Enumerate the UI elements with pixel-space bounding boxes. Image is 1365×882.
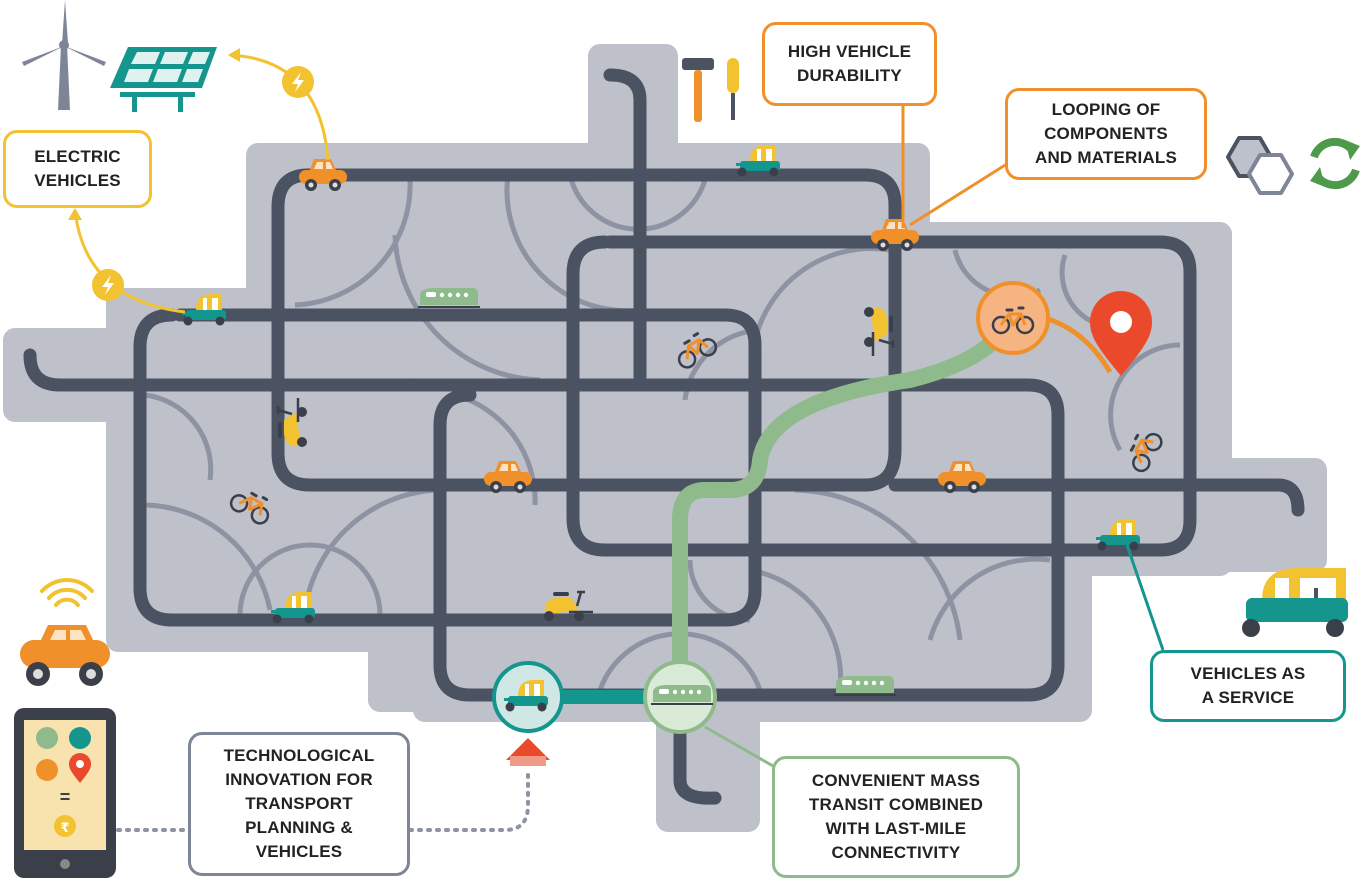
transit-route bbox=[672, 312, 1018, 698]
label-looping-components: LOOPING OF COMPONENTS AND MATERIALS bbox=[1005, 88, 1207, 180]
lightning-icon bbox=[282, 66, 314, 98]
rickshaw-hub bbox=[492, 661, 564, 733]
label-high-vehicle-durability: HIGH VEHICLE DURABILITY bbox=[762, 22, 937, 106]
arrow-head bbox=[228, 48, 240, 62]
recycle-icon bbox=[1310, 137, 1360, 190]
lightning-icon bbox=[92, 269, 124, 301]
label-vehicles-as-service: VEHICLES AS A SERVICE bbox=[1150, 650, 1346, 722]
screwdriver-icon bbox=[727, 58, 739, 120]
wind-turbine-icon bbox=[22, 0, 106, 110]
train-hub bbox=[643, 660, 717, 734]
phone-equals: = bbox=[60, 787, 71, 807]
train-icon bbox=[833, 675, 897, 696]
hammer-icon bbox=[682, 58, 714, 122]
label-mass-transit: CONVENIENT MASS TRANSIT COMBINED WITH LA… bbox=[772, 756, 1020, 878]
hexagon-icon bbox=[1226, 136, 1294, 195]
up-arrow-icon bbox=[506, 738, 550, 766]
pin-connector bbox=[1044, 315, 1113, 374]
bicycle-hub bbox=[976, 281, 1050, 355]
car-icon bbox=[20, 625, 110, 686]
location-pin-icon bbox=[1090, 291, 1152, 376]
arrow-head bbox=[68, 208, 82, 220]
solar-panel-icon bbox=[110, 47, 217, 112]
wifi-icon bbox=[40, 578, 94, 607]
smartphone-icon: = ₹ bbox=[14, 708, 116, 878]
train-icon bbox=[417, 287, 481, 308]
road-network bbox=[23, 68, 1305, 805]
auto-rickshaw-icon bbox=[1242, 568, 1348, 637]
rupee-icon: ₹ bbox=[60, 821, 69, 836]
label-tech-innovation: TECHNOLOGICAL INNOVATION FOR TRANSPORT P… bbox=[188, 732, 410, 876]
connector-lines bbox=[73, 53, 1165, 832]
label-electric-vehicles: ELECTRIC VEHICLES bbox=[3, 130, 152, 208]
